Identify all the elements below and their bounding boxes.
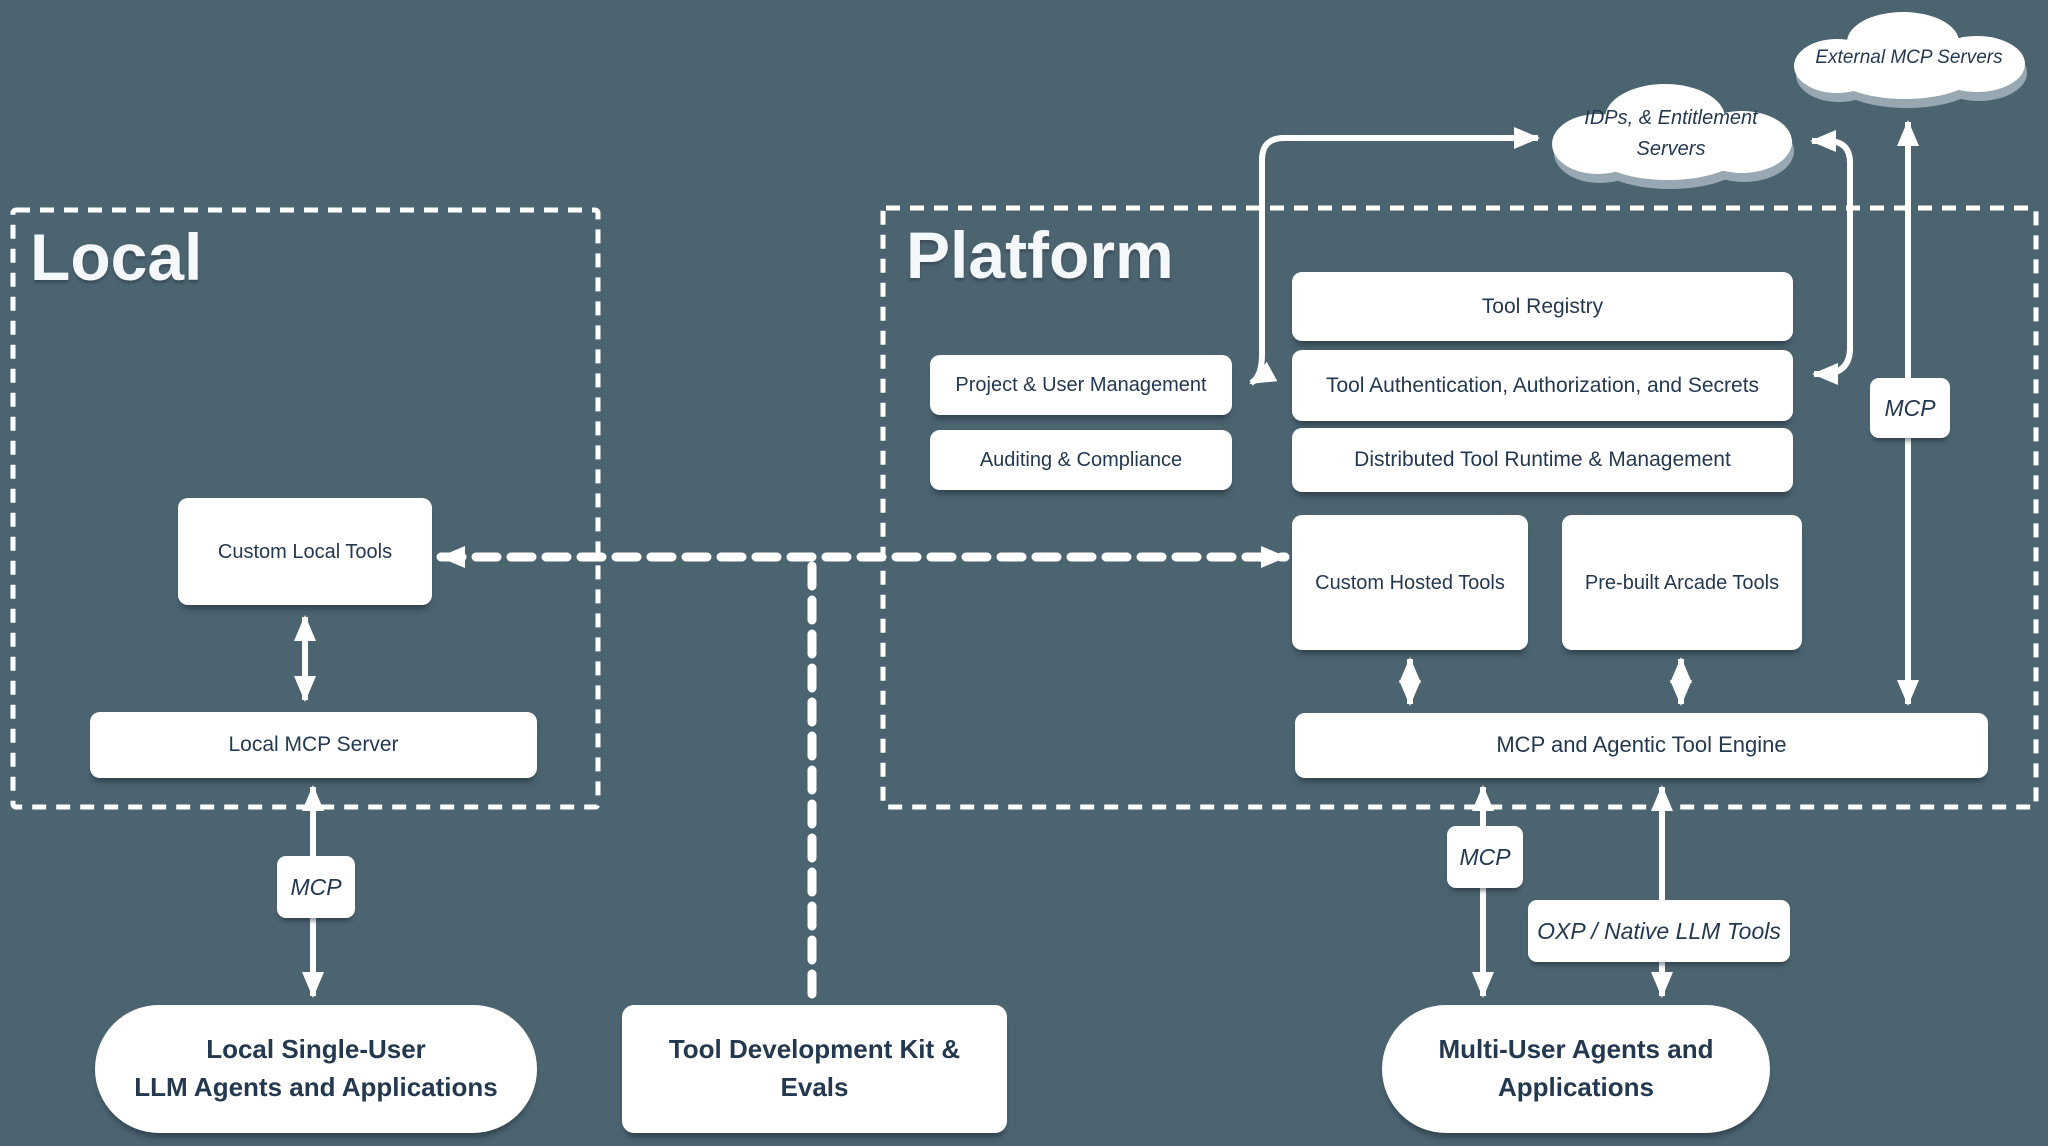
platform-zone-title: Platform xyxy=(906,218,1174,292)
local-agents-line1: Local Single-User xyxy=(206,1034,426,1065)
multi-user-line2: Applications xyxy=(1497,1072,1654,1102)
local-zone-title: Local xyxy=(30,220,203,294)
idps-cloud-line2: Servers xyxy=(1636,138,1706,160)
node-auditing-compliance: Auditing & Compliance xyxy=(930,430,1232,490)
arrow-idps-toolauth xyxy=(1810,130,1853,385)
tag-mcp-external: MCP xyxy=(1870,378,1950,438)
node-custom-local-tools: Custom Local Tools xyxy=(178,498,432,605)
node-multi-user-pill: Multi-User Agents and Applications xyxy=(1382,1005,1770,1133)
node-local-mcp-server: Local MCP Server xyxy=(90,712,537,778)
idps-cloud: IDPs, & Entitlement Servers xyxy=(1540,78,1802,190)
multi-user-line1: Multi-User Agents and xyxy=(1438,1034,1714,1065)
external-mcp-cloud-label: External MCP Servers xyxy=(1783,6,2035,110)
external-mcp-cloud: External MCP Servers xyxy=(1783,6,2035,110)
node-tool-dev-kit: Tool Development Kit & Evals xyxy=(622,1005,1007,1133)
node-custom-hosted-tools: Custom Hosted Tools xyxy=(1292,515,1528,650)
idps-cloud-line1: IDPs, & Entitlement xyxy=(1584,107,1758,129)
node-local-agents-pill: Local Single-User LLM Agents and Applica… xyxy=(95,1005,537,1133)
platform-zone-border xyxy=(880,205,2039,810)
external-mcp-cloud-line: External MCP Servers xyxy=(1815,47,2003,69)
tag-mcp-local: MCP xyxy=(277,856,355,918)
tag-mcp-platform: MCP xyxy=(1447,826,1523,888)
node-tool-registry: Tool Registry xyxy=(1292,272,1793,341)
local-agents-line2: LLM Agents and Applications xyxy=(134,1072,498,1102)
idps-cloud-label: IDPs, & Entitlement Servers xyxy=(1540,78,1802,190)
node-prebuilt-arcade-tools: Pre-built Arcade Tools xyxy=(1562,515,1802,650)
node-tool-auth: Tool Authentication, Authorization, and … xyxy=(1292,350,1793,421)
external-mcp-cloud-shape xyxy=(1794,12,2027,108)
idps-cloud-shape xyxy=(1552,84,1794,189)
node-mcp-engine: MCP and Agentic Tool Engine xyxy=(1295,713,1988,778)
node-distributed-runtime: Distributed Tool Runtime & Management xyxy=(1292,428,1793,492)
tag-oxp-native-llm: OXP / Native LLM Tools xyxy=(1528,900,1790,962)
node-project-user-mgmt: Project & User Management xyxy=(930,355,1232,415)
arrow-project-idps xyxy=(1249,127,1540,386)
